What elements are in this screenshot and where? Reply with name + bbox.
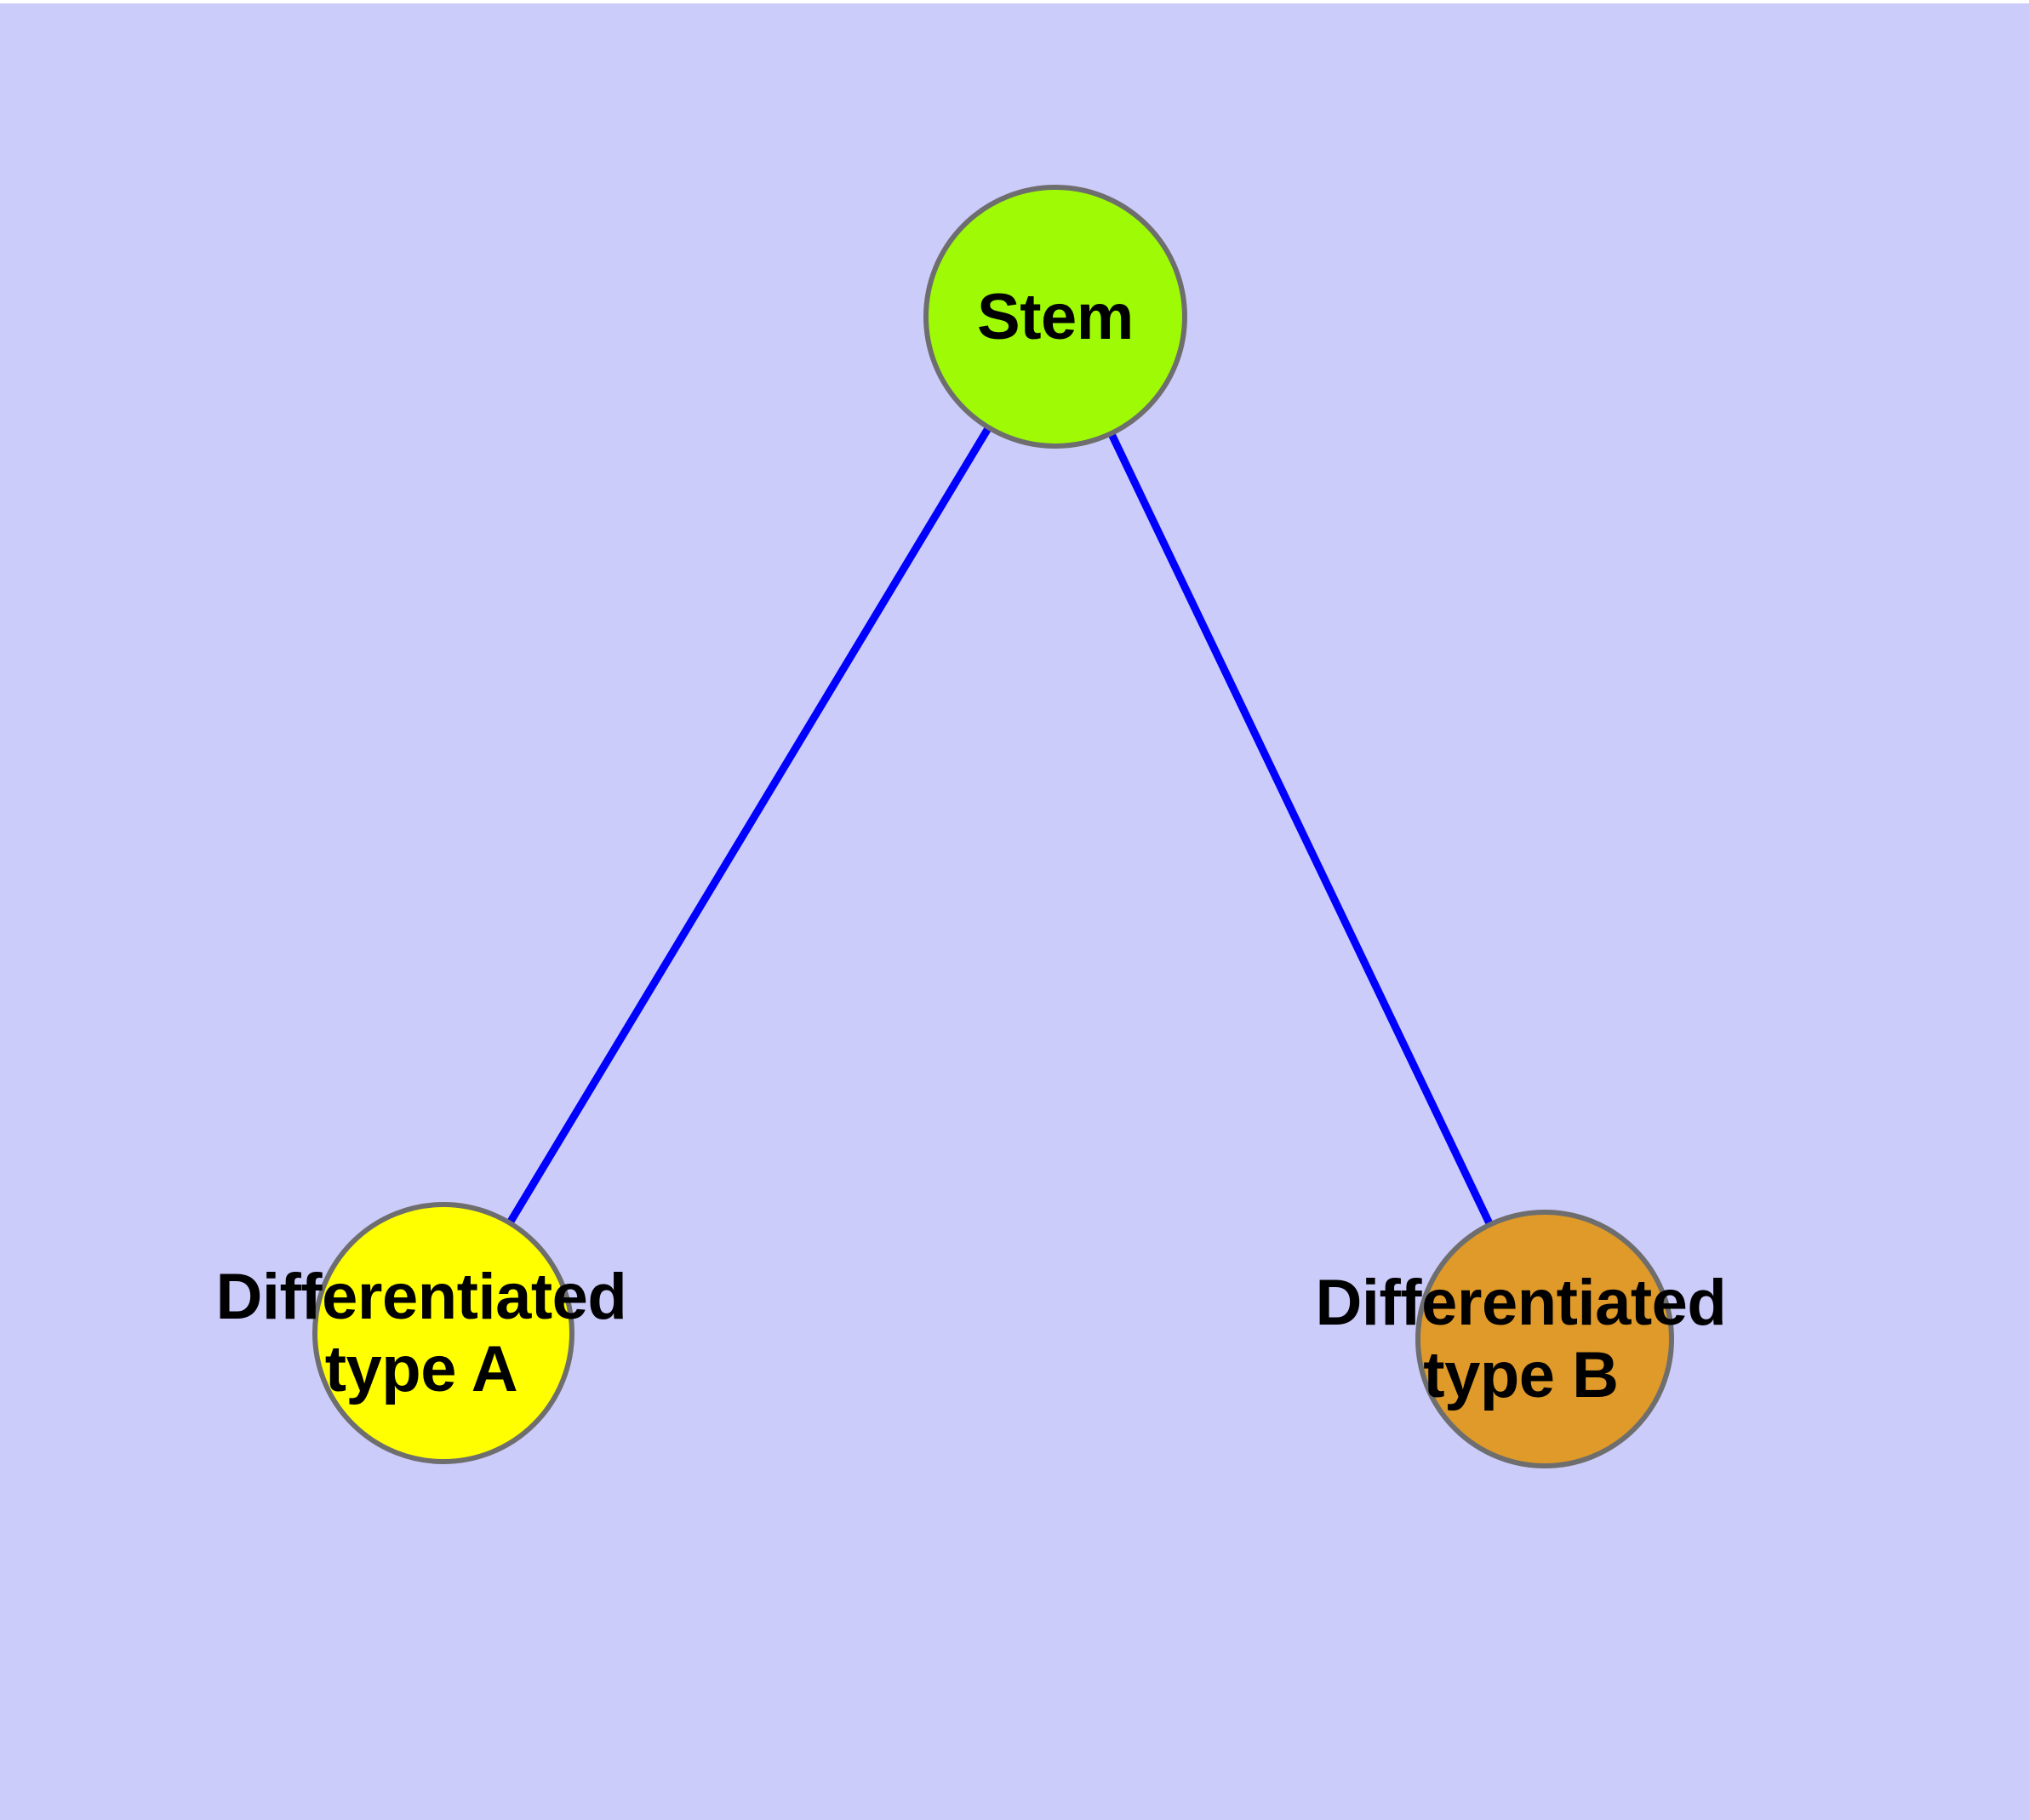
graph-edge-stem-to-diff_a[interactable] <box>440 314 1059 1336</box>
graph-edge-stem-to-diff_b[interactable] <box>1051 315 1549 1341</box>
node-layer <box>312 185 1674 1468</box>
graph-node-diff_a[interactable] <box>312 1202 574 1464</box>
graph-node-diff_b[interactable] <box>1415 1210 1674 1468</box>
edge-layer <box>440 314 1549 1341</box>
graph-node-stem[interactable] <box>923 185 1187 449</box>
